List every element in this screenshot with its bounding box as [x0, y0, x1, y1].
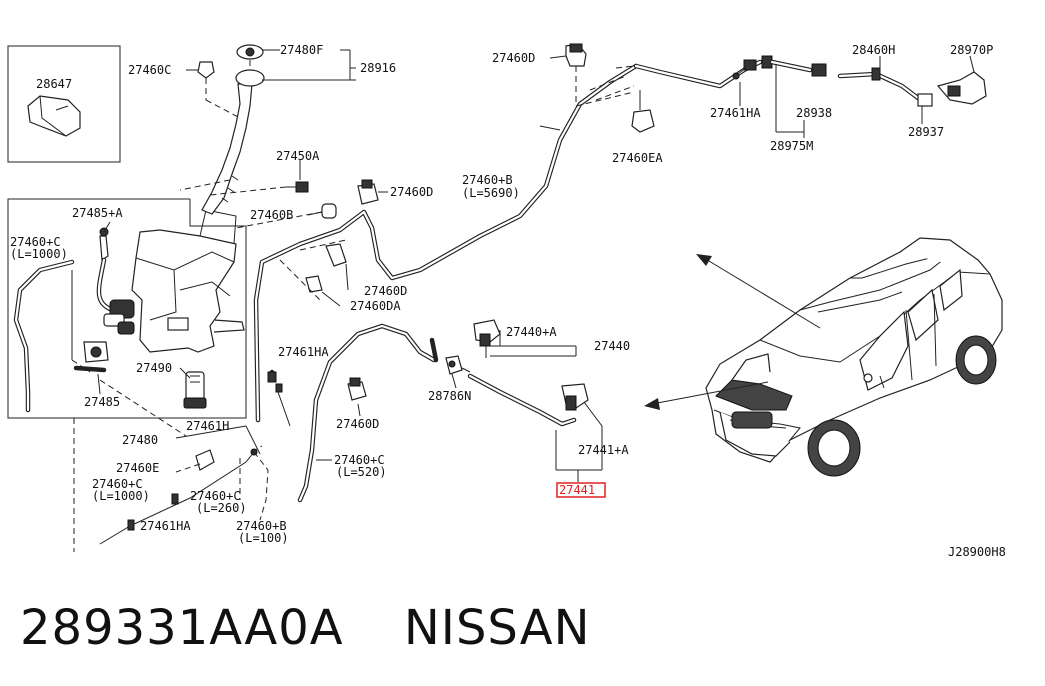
label-27460b-top: 27460+B	[462, 173, 513, 187]
label-27460b: 27460B	[250, 208, 293, 222]
label-27460d-3: 27460D	[390, 185, 433, 199]
label-27441a: 27441+A	[578, 443, 629, 457]
label-27461h: 27461H	[186, 419, 229, 433]
label-l1000-b: (L=1000)	[92, 489, 150, 503]
label-27460d-top: 27460D	[492, 51, 535, 65]
front-hoses	[267, 323, 439, 503]
label-27440a: 27440+A	[506, 325, 557, 339]
label-27460c-m: 27460+C	[334, 453, 385, 467]
hose-roof	[253, 59, 763, 423]
inset-28647	[7, 45, 121, 163]
reservoir-box	[7, 198, 247, 419]
label-28916: 28916	[360, 61, 396, 75]
label-27441: 27441	[559, 483, 595, 497]
label-27490: 27490	[136, 361, 172, 375]
label-28786n: 28786N	[428, 389, 471, 403]
label-27460c-b1: 27460+C	[92, 477, 143, 491]
label-l100: (L=100)	[238, 531, 289, 545]
hose-left	[13, 259, 91, 413]
rear-joint	[732, 55, 987, 138]
clip-27460da	[279, 239, 349, 307]
label-28460h: 28460H	[852, 43, 895, 57]
lower-hoses	[99, 425, 269, 545]
label-27460e: 27460E	[116, 461, 159, 475]
washer-tank	[131, 209, 245, 353]
label-27460d-m: 27460D	[336, 417, 379, 431]
nozzles	[445, 319, 603, 482]
clip-27460ea	[631, 90, 655, 133]
bolt-27450a	[209, 160, 309, 196]
label-27450a: 27450A	[276, 149, 320, 163]
parts-diagram: 28647	[7, 43, 1006, 559]
label-l1000-left: (L=1000)	[10, 247, 68, 261]
label-27460c-top: 27460C	[128, 63, 171, 77]
label-28938: 28938	[796, 106, 832, 120]
label-27440: 27440	[594, 339, 630, 353]
label-27460b-b: 27460+B	[236, 519, 287, 533]
label-27461ha-top: 27461HA	[710, 106, 761, 120]
clip-27460d-top	[565, 43, 587, 67]
label-27461ha-b: 27461HA	[140, 519, 191, 533]
label-27485: 27485	[84, 395, 120, 409]
clip-27460c	[197, 61, 241, 119]
callout-labels: 27460C 27480F 28916 27450A 27460B 27485+…	[10, 43, 1006, 559]
grommet-27460b	[235, 203, 337, 229]
label-28975m: 28975M	[770, 139, 813, 153]
label-27460ea: 27460EA	[612, 151, 663, 165]
label-27460da: 27460DA	[350, 299, 401, 313]
label-27485a: 27485+A	[72, 206, 123, 220]
label-27460c-b2: 27460+C	[190, 489, 241, 503]
label-diagram-code: J28900H8	[948, 545, 1006, 559]
label-28647: 28647	[36, 77, 72, 91]
label-28970p: 28970P	[950, 43, 993, 57]
label-27460c-left: 27460+C	[10, 235, 61, 249]
label-l260: (L=260)	[196, 501, 247, 515]
label-27480: 27480	[122, 433, 158, 447]
label-l5690: (L=5690)	[462, 186, 520, 200]
label-l520: (L=520)	[336, 465, 387, 479]
leaders-27480	[73, 179, 247, 552]
brand-name: NISSAN	[403, 600, 591, 656]
highlight-box-27441	[556, 482, 606, 498]
label-27480f: 27480F	[280, 43, 323, 57]
car-illustration	[705, 237, 1003, 477]
filler-tube	[201, 44, 265, 215]
label-27460d-2: 27460D	[364, 284, 407, 298]
filter-27490	[183, 371, 207, 409]
clip-27460d-mid	[357, 179, 379, 205]
washer-pump	[73, 227, 135, 373]
label-28937: 28937	[908, 125, 944, 139]
part-number: 289331AA0A	[20, 600, 344, 656]
label-27461ha-m: 27461HA	[278, 345, 329, 359]
footer-caption: 289331AA0A NISSAN	[20, 600, 635, 656]
pointer-arrows	[644, 254, 821, 410]
roof-dashed-bracket	[575, 65, 635, 107]
